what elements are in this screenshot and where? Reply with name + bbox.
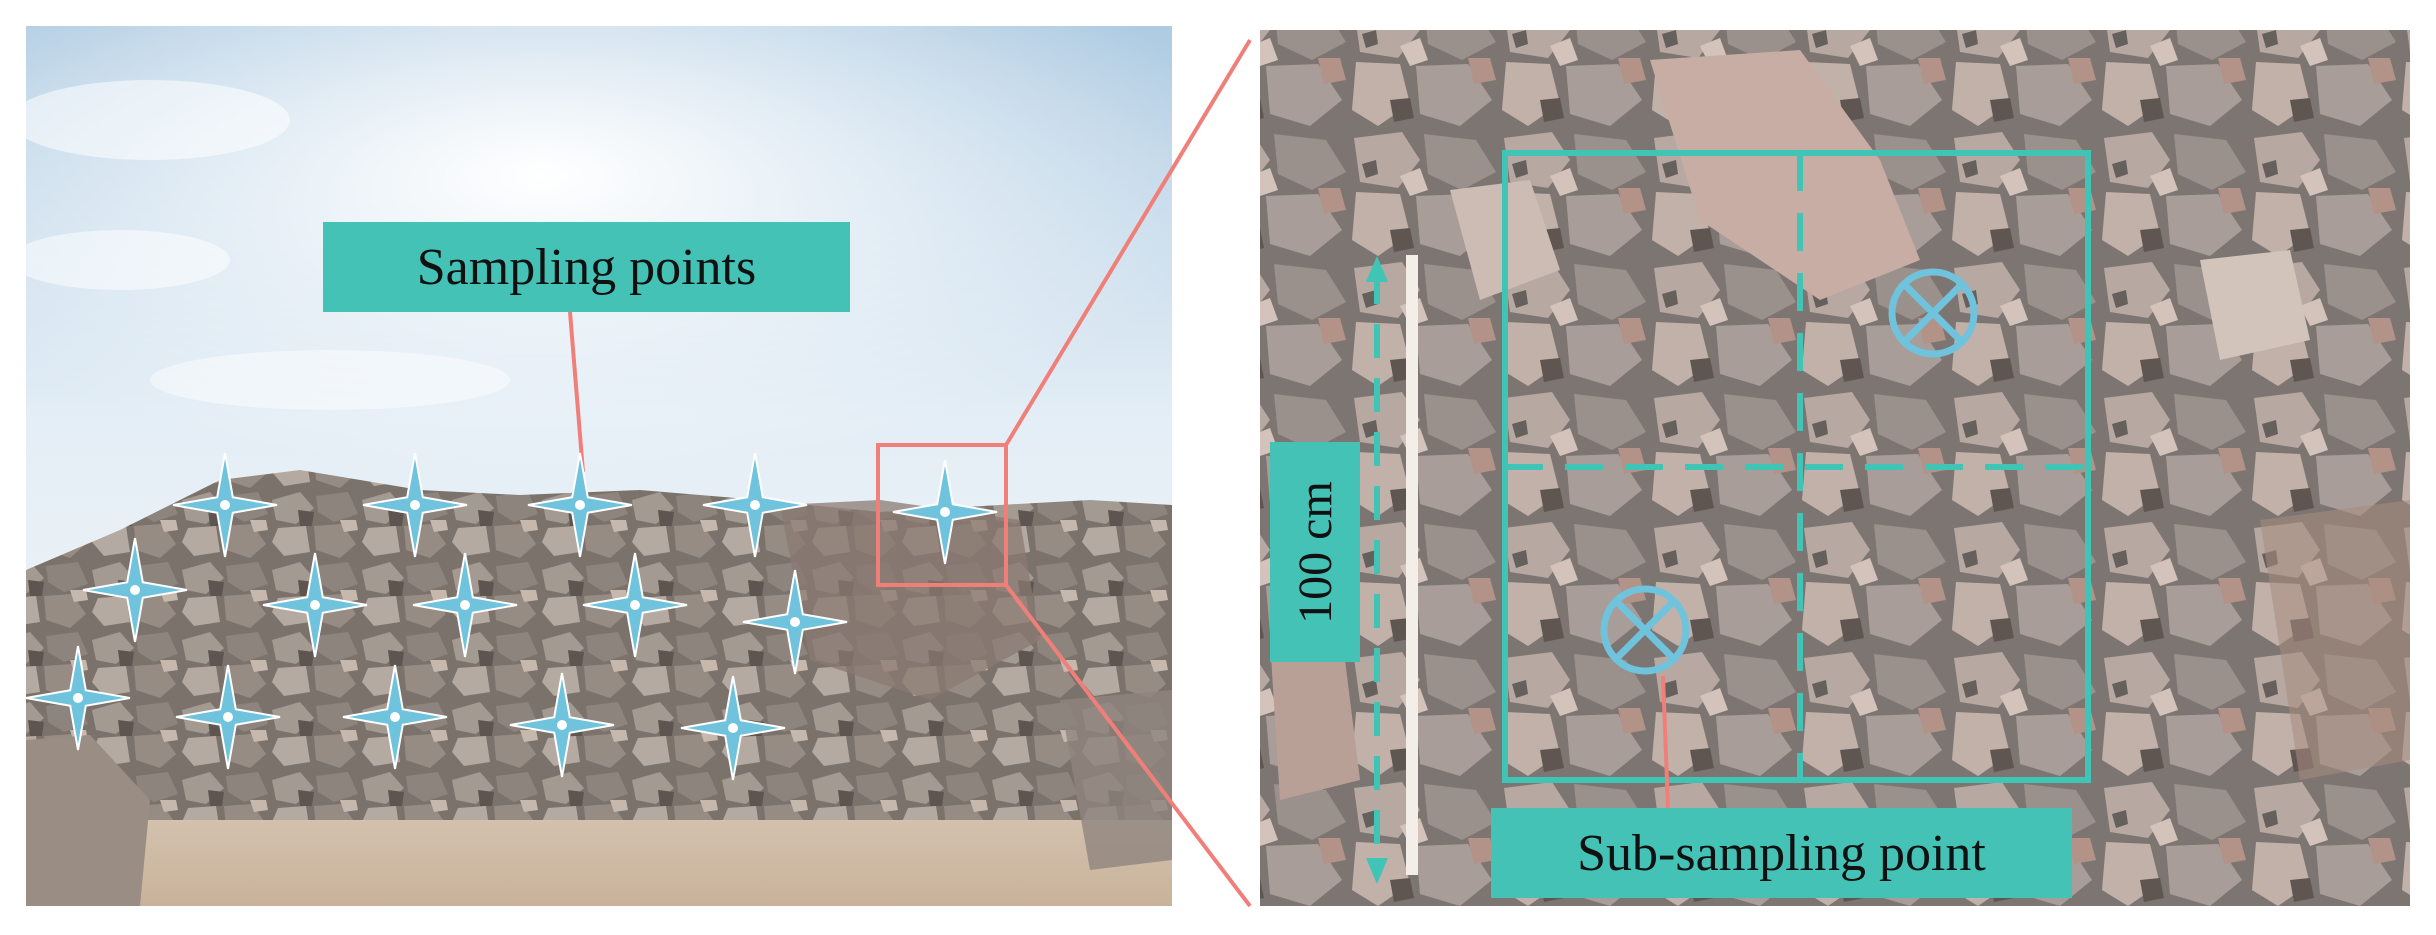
star-center-dot (575, 500, 585, 510)
star-center-dot (790, 617, 800, 627)
sampling-grid (1366, 150, 2091, 884)
star-center-dot (630, 600, 640, 610)
star-center-dot (460, 600, 470, 610)
sub-sampling-point-label: Sub-sampling point (1491, 808, 2072, 898)
measuring-rod (1406, 255, 1418, 875)
zoom-box (876, 443, 1008, 587)
sampling-point-markers (25, 452, 998, 781)
star-center-dot (750, 500, 760, 510)
star-center-dot (940, 507, 950, 517)
star-center-dot (73, 693, 83, 703)
star-center-dot (223, 712, 233, 722)
rock-pile-photo (10, 26, 1172, 906)
zoom-line-bottom (1004, 583, 1252, 908)
scale-arrowhead-bottom (1366, 858, 1388, 884)
rock-closeup-photo (1260, 30, 2410, 906)
scale-label: 100 cm (1270, 442, 1360, 662)
scale-arrowhead-top (1366, 256, 1388, 282)
circled-x-icon (1600, 585, 1690, 675)
star-center-dot (410, 500, 420, 510)
circled-x-icon (1888, 268, 1978, 358)
sub-sampling-leader (1661, 675, 1670, 809)
scale-label-text: 100 cm (1288, 480, 1342, 624)
zoom-line-top (1004, 38, 1252, 447)
star-center-dot (310, 600, 320, 610)
star-center-dot (390, 712, 400, 722)
sampling-points-label: Sampling points (323, 222, 850, 312)
star-center-dot (557, 720, 567, 730)
star-center-dot (220, 500, 230, 510)
star-center-dot (728, 723, 738, 733)
zoom-indicator (568, 38, 1252, 908)
star-center-dot (130, 585, 140, 595)
sampling-label-leader (568, 311, 585, 473)
